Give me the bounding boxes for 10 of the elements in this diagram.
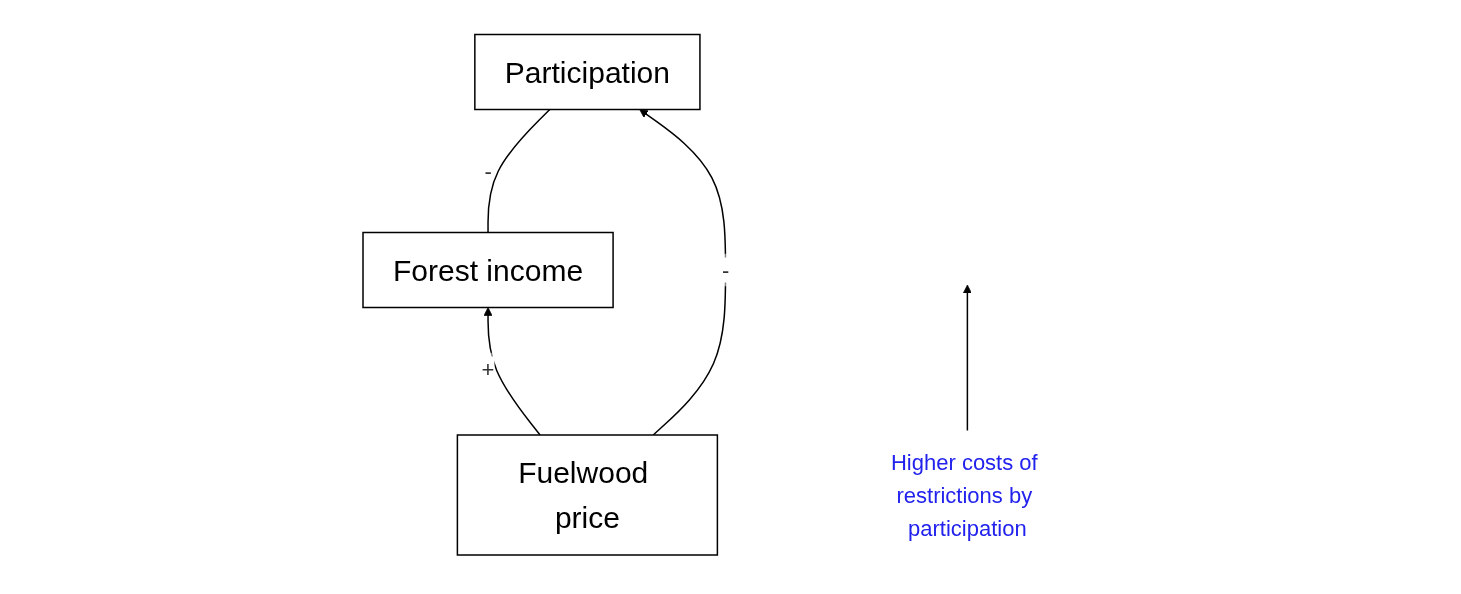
node-box: Fuelwood price bbox=[456, 434, 719, 556]
node-box: Participation bbox=[474, 33, 701, 111]
arrow bbox=[639, 109, 727, 436]
node-text: Higher costs of restrictions by participation bbox=[891, 449, 1038, 541]
arrow bbox=[963, 284, 973, 432]
edge-label: - bbox=[484, 158, 492, 184]
node-box: Forest income bbox=[362, 231, 615, 309]
connector bbox=[487, 108, 551, 234]
edge-label: + bbox=[481, 356, 495, 382]
edge-label: - bbox=[722, 257, 730, 283]
